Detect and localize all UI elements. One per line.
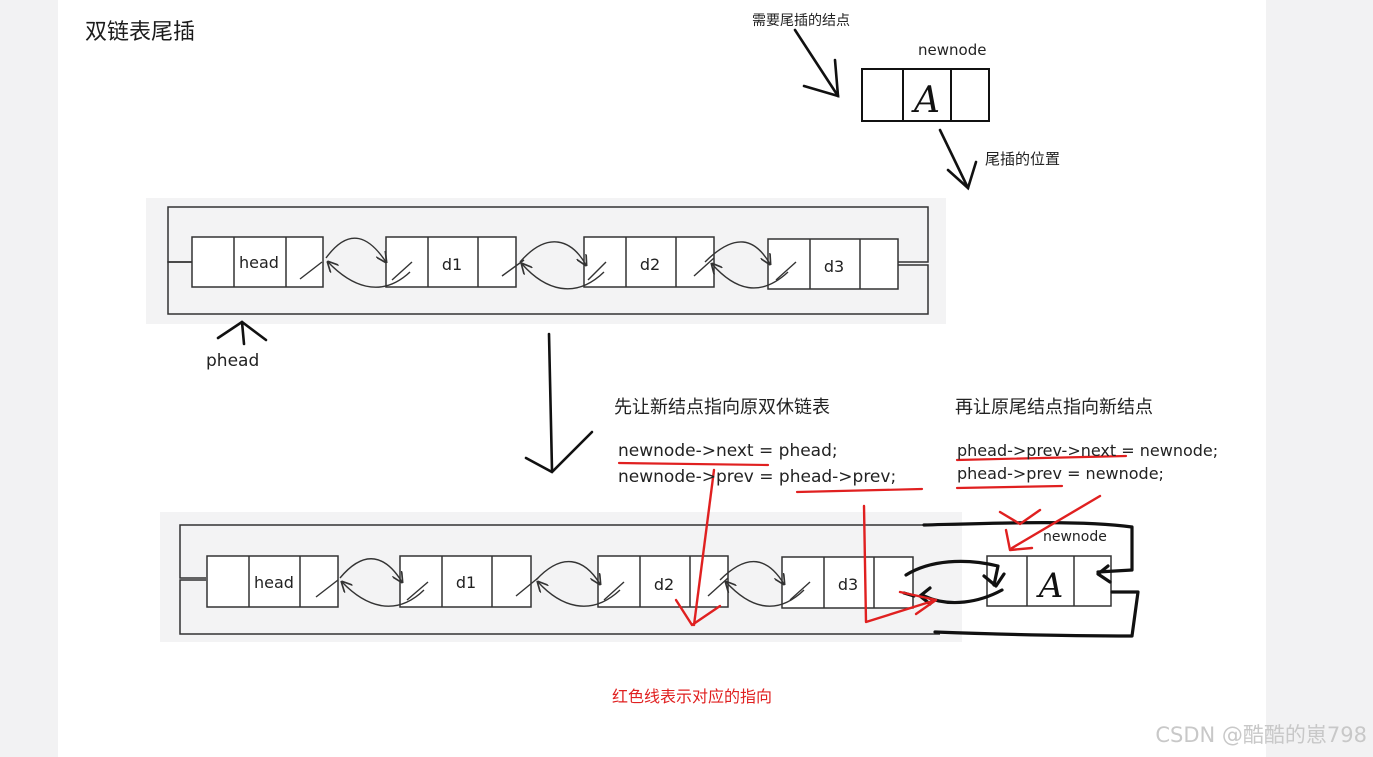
- top-node-d3: [767, 238, 899, 290]
- newnode-bottom: [986, 555, 1112, 607]
- phead-arrow: [216, 320, 268, 346]
- csdn-watermark: CSDN @酷酷的崽798: [1155, 723, 1367, 747]
- top-node-head-label: head: [239, 253, 279, 272]
- top-node-d2-label: d2: [640, 255, 660, 274]
- step1-code-line2: newnode->prev = phead->prev;: [618, 467, 897, 487]
- step1-title: 先让新结点指向原双休链表: [614, 397, 830, 418]
- newnode-frame: [858, 68, 988, 124]
- step2-code-line2: phead->prev = newnode;: [957, 464, 1164, 483]
- newnode-top: [861, 68, 990, 122]
- bottom-links: [315, 558, 811, 607]
- newnode-top-letter: A: [911, 80, 940, 121]
- newnode-bottom-letter: A: [1036, 566, 1064, 606]
- newnode-top-label: newnode: [918, 41, 987, 59]
- top-node-d1-label: d1: [442, 255, 462, 274]
- newnode-bottom-label: newnode: [1043, 529, 1107, 545]
- top-node-head: [191, 236, 324, 288]
- red-pointer-lines: [674, 468, 1102, 627]
- top-node-d3-label: d3: [824, 257, 844, 276]
- tail-position-label: 尾插的位置: [985, 150, 1061, 168]
- top-links: [299, 237, 797, 290]
- red-line-legend: 红色线表示对应的指向: [612, 687, 773, 706]
- node-to-insert-label: 需要尾插的结点: [752, 13, 850, 29]
- bottom-node-d1-label: d1: [456, 573, 476, 592]
- step1-code-line1: newnode->next = phead;: [618, 441, 838, 461]
- transition-arrow: [524, 332, 594, 474]
- page-title: 双链表尾插: [85, 20, 196, 45]
- phead-label: phead: [206, 351, 260, 371]
- bottom-node-d2-label: d2: [654, 575, 674, 594]
- top-node-d1: [385, 236, 517, 288]
- hand-drawn-links: [902, 521, 1140, 638]
- bottom-node-head-label: head: [254, 573, 294, 592]
- pointer-arrow-to-newnode: [793, 28, 840, 98]
- bottom-list-loop: [179, 524, 940, 635]
- bottom-node-head: [206, 555, 339, 608]
- top-list-loop: [167, 206, 929, 315]
- tail-position-arrow: [938, 128, 978, 191]
- step2-title: 再让原尾结点指向新结点: [955, 397, 1153, 418]
- bottom-node-d3-label: d3: [838, 575, 858, 594]
- bottom-node-d3: [781, 556, 914, 609]
- code-underlines: [617, 454, 1128, 494]
- step2-code-line1: phead->prev->next = newnode;: [957, 441, 1219, 460]
